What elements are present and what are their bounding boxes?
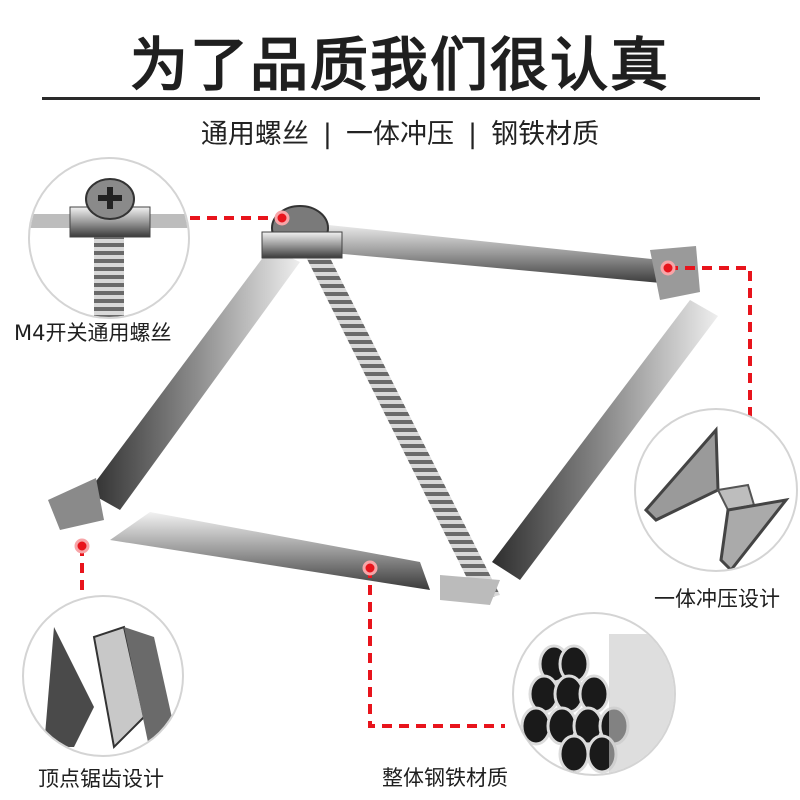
callout-label-screw: M4开关通用螺丝	[14, 321, 172, 345]
frame-arm-top-left	[88, 248, 300, 510]
frame-arm-bottom	[110, 512, 430, 590]
detail-circle-stamping	[634, 408, 798, 572]
serrated-tip-closeup-icon	[44, 625, 174, 750]
detail-circle-steel	[512, 612, 676, 776]
frame-tip-left	[48, 478, 104, 530]
marker-dot-stamping	[660, 260, 676, 276]
headline-title: 为了品质我们很认真	[129, 31, 670, 99]
feature-separator: |	[322, 119, 332, 150]
feature-separator: |	[468, 119, 478, 150]
callout-label-stamping: 一体冲压设计	[654, 587, 780, 611]
marker-dot-steel	[362, 560, 378, 576]
detail-circle-screw	[28, 157, 190, 319]
title-divider-right	[481, 97, 760, 100]
screw-shaft	[305, 248, 500, 600]
callout-label-serrated-tip: 顶点锯齿设计	[38, 767, 164, 791]
feature-1: 通用螺丝	[200, 119, 309, 150]
frame-arm-right	[492, 300, 718, 580]
detail-circle-serrated-tip	[22, 595, 184, 757]
feature-2: 一体冲压	[346, 119, 454, 150]
stamping-closeup-icon	[643, 426, 790, 570]
feature-3: 钢铁材质	[491, 119, 600, 150]
frame-arm-top-right	[300, 222, 680, 284]
screw-bracket	[261, 231, 343, 259]
marker-dot-screw	[274, 210, 290, 226]
frame-tip-right	[650, 246, 700, 300]
callout-label-steel: 整体钢铁材质	[382, 766, 508, 790]
marker-dot-serrated-tip	[74, 538, 90, 554]
feature-subline: 通用螺丝 | 一体冲压 | 钢铁材质	[0, 112, 800, 151]
frame-tip-bottom	[440, 575, 500, 605]
connector-steel	[368, 568, 505, 728]
steel-tubes-closeup-icon	[520, 634, 674, 774]
screw-closeup-icon	[30, 178, 188, 317]
title-divider	[42, 97, 481, 100]
